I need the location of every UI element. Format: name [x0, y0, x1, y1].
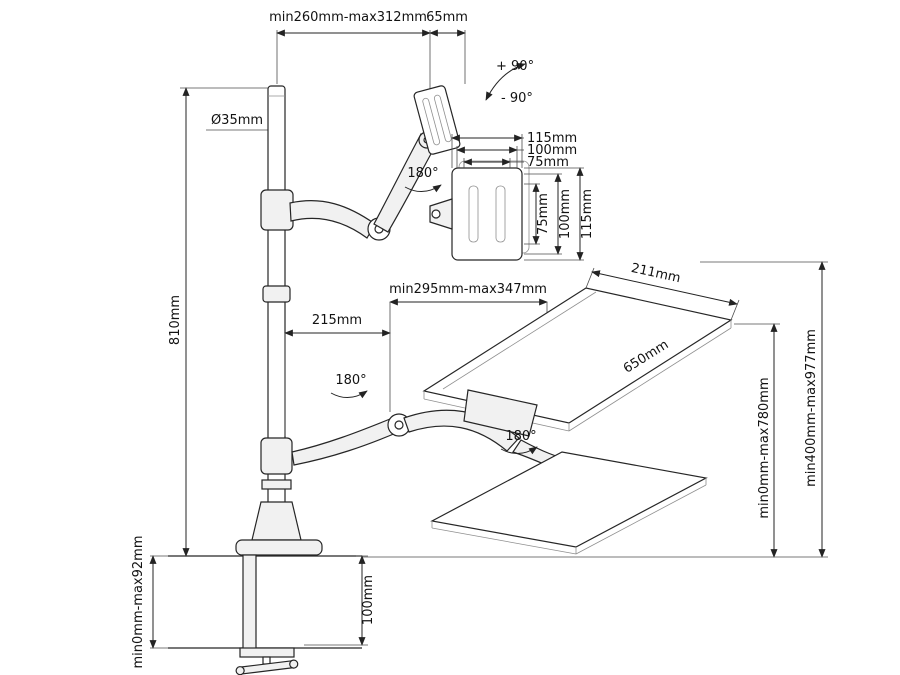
dimension-pole-diameter: Ø35mm: [206, 113, 268, 131]
upper-arm-collar: [260, 189, 294, 231]
dimension-pole-height: 810mm: [168, 87, 268, 557]
vesa-width-115-label: 115mm: [527, 131, 577, 146]
tray-swivel-indicator: 180°: [500, 429, 538, 455]
desk-clamp: [168, 539, 362, 675]
tilt-indicator: + 90° - 90°: [485, 59, 534, 106]
surface-bracket: [463, 389, 538, 437]
pole-collar-mid: [262, 285, 291, 303]
pole-ring: [261, 479, 292, 490]
dimension-elbow-offset: 215mm: [284, 313, 391, 436]
upper-arm-link: [289, 200, 376, 239]
upper-monitor-arm: [260, 85, 461, 241]
vesa-height-115-label: 115mm: [580, 189, 595, 239]
vesa-width-100-label: 100mm: [527, 143, 577, 158]
clamp-screw: [262, 656, 271, 665]
pole-height-label: 810mm: [168, 295, 183, 345]
head-swivel-label: 180°: [407, 166, 438, 181]
monitor-vesa-plate: [413, 85, 461, 155]
tilt-down-label: - 90°: [501, 91, 533, 106]
vesa-detail: 115mm 100mm 75mm 75mm 100mm 115mm: [429, 131, 595, 261]
arm-swivel-label: 180°: [335, 373, 366, 388]
dimension-clamp-depth: 100mm: [304, 555, 376, 646]
keyboard-tray-top: [430, 451, 708, 548]
clamp-handle: [235, 659, 299, 675]
arm-reach-label: min295mm-max347mm: [389, 282, 547, 297]
pole-extension-label: min260mm-max312mm: [269, 10, 427, 25]
dimension-clamp-opening: min0mm-max92mm: [131, 536, 168, 669]
dimension-pole-extension: min260mm-max312mm 65mm: [269, 10, 468, 96]
vesa-height-100-label: 100mm: [558, 189, 573, 239]
pole-base-cone: [251, 501, 302, 541]
vesa-plate-front: [451, 167, 523, 261]
vesa-bracket: [429, 198, 453, 230]
keyboard-tray: [430, 451, 708, 555]
vesa-height-75-label: 75mm: [536, 193, 551, 235]
clamp-top-plate: [235, 539, 323, 556]
middle-arm-link: [291, 418, 397, 466]
head-swivel-indicator: 180°: [404, 166, 442, 193]
vesa-width-75-label: 75mm: [527, 155, 569, 170]
dimension-monitor-height-range: min400mm-max977mm: [700, 261, 828, 558]
elbow-offset-label: 215mm: [312, 313, 362, 328]
clamp-depth-label: 100mm: [361, 575, 376, 625]
clamp-bottom-jaw: [239, 647, 295, 658]
middle-arm-mount: [260, 437, 293, 475]
monitor-offset-label: 65mm: [426, 10, 468, 25]
pole-diameter-label: Ø35mm: [211, 113, 263, 128]
tilt-up-label: + 90°: [496, 59, 534, 74]
arm-swivel-indicator: 180°: [330, 373, 368, 399]
surface-height-range-label: min0mm-max780mm: [757, 377, 772, 518]
clamp-back-bar: [242, 554, 257, 656]
tray-swivel-label: 180°: [505, 429, 536, 444]
clamp-opening-label: min0mm-max92mm: [131, 536, 146, 669]
dimension-surface-height-range: min0mm-max780mm: [734, 323, 780, 558]
monitor-height-range-label: min400mm-max977mm: [804, 329, 819, 487]
